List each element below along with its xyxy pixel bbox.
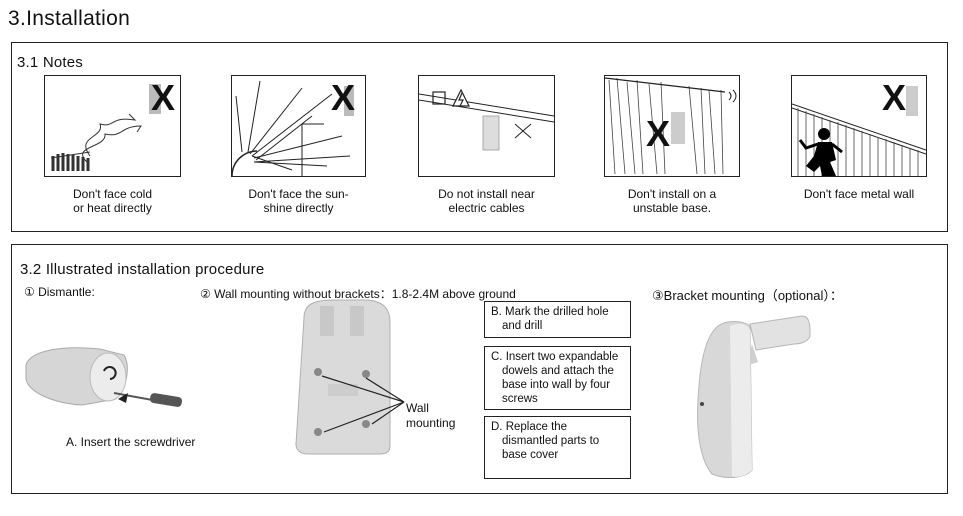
- step-c-box: C. Insert two expandable dowels and atta…: [484, 346, 631, 410]
- note-image-heat: [44, 75, 181, 177]
- step-bracket-label: ③Bracket mounting（optional）：: [652, 288, 843, 303]
- cross-icon: X: [151, 77, 176, 118]
- step-dismantle-label: ① Dismantle:: [24, 285, 95, 299]
- step-d-box: D. Replace the dismantled parts to base …: [484, 416, 631, 479]
- note-image-unstable: [604, 75, 740, 177]
- bracket-image: [690, 310, 820, 485]
- note-caption-sunshine: Don't face the sun-shine directly: [248, 187, 349, 215]
- note-caption-metal-wall: Don't face metal wall: [803, 187, 915, 201]
- notes-title: 3.1 Notes: [17, 54, 84, 71]
- cross-icon: X: [331, 77, 356, 118]
- step-b-box: B. Mark the drilled hole and drill: [484, 301, 631, 338]
- wall-mount-image: [294, 298, 474, 458]
- cross-icon: X: [882, 77, 907, 118]
- note-image-cables: [418, 75, 555, 177]
- notes-panel: [11, 42, 948, 232]
- note-image-sunshine: [231, 75, 366, 177]
- page-title: 3.Installation: [8, 7, 131, 30]
- procedure-panel: [11, 244, 948, 494]
- cross-icon: X: [646, 113, 671, 154]
- step-wall-mount-label: ② Wall mounting without brackets：1.8-2.4…: [200, 287, 516, 301]
- procedure-title: 3.2 Illustrated installation procedure: [20, 261, 265, 278]
- dismantle-caption: A. Insert the screwdriver: [66, 435, 196, 449]
- dismantle-image: [20, 335, 190, 415]
- note-image-metal-wall: [791, 75, 927, 177]
